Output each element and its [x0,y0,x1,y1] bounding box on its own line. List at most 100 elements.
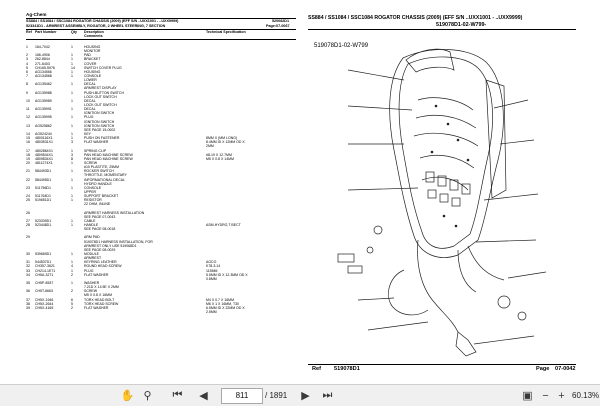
cell-desc: SWITCH COVER PLUG [84,65,122,70]
cell-ref: 33 [26,268,30,273]
table-row: IGNITION SWITCH [26,120,296,124]
fit-page-icon[interactable]: ▣ [522,390,533,402]
cell-spec: 2.5MM [206,310,217,314]
cell-desc: #10 PLASTITE, 25MM [84,165,120,170]
cell-qty: 1 [71,123,73,128]
cell-ref: 20 [26,160,30,165]
cell-part: AG525862 [35,123,52,128]
table-row: SEE PAGE 08-0018 [26,227,296,231]
table-row: SEE PAGE 08-0029 [26,248,296,252]
cell-part: 584495D1 [35,177,52,182]
prev-page-icon[interactable]: ◀ [199,390,208,402]
cell-qty: 1 [71,218,73,223]
header-rule-bottom [26,39,296,40]
cell-ref: 34 [26,272,30,277]
cell-part: CH357-3621 [35,264,55,269]
cell-part: 4803531X1 [35,140,53,145]
zoom-select-icon[interactable]: ⚲ [143,390,152,402]
table-row: THROTTLE, MOMENTARY [26,173,296,177]
cell-ref: 3 [26,57,28,62]
cell-ref: 14 [26,131,30,136]
cell-ref: 24 [26,194,30,199]
cell-qty: 1 [71,252,73,257]
cell-desc: FLAT WASHER [84,305,109,310]
cell-qty: 1 [71,57,73,62]
cell-ref: 29 [26,235,30,240]
cell-desc: COVER [84,61,97,66]
cell-qty: 1 [71,169,73,174]
cell-desc: CABLE [84,218,96,223]
table-row: ARMREST ONLY USE 519068D1 [26,244,296,248]
cell-desc: HYDRO HANDLE [84,181,112,186]
cell-desc: PAD [84,53,91,58]
table-row: LOWER [26,78,296,82]
footer-ref: 519078D1 [334,366,360,372]
table-row: IGNITION SWITCH [26,111,296,115]
table-row: #10 PLASTITE, 25MM [26,165,296,169]
cell-spec: M6 X 1 X 16MM, T30 [206,301,240,306]
cell-ref: 35 [26,281,30,286]
subheader: 523341D1 - ARMREST ASSEMBLY, ROGATOR, 2 … [26,24,166,28]
table-row: 2.5MM [26,310,296,314]
hand-icon[interactable]: ✋ [120,390,135,402]
cell-desc: THROTTLE, MOMENTARY [84,173,127,178]
cell-spec: 6.5MM ID X 22MM OD X [206,305,245,310]
cell-ref: 28 [26,223,30,228]
table-row: SEE PAGE 07-0043 [26,215,296,219]
cell-qty: 1 [71,194,73,199]
cell-qty: 1 [71,177,73,182]
cell-desc: RESISTOR [84,198,102,203]
cell-qty: 1 [71,61,73,66]
viewer-toolbar: ✋ ⚲ ⏮ ◀ 811 / 1891 ▶ ⏭ ▣ − + 60.13% [0,384,600,406]
cell-ref: 38 [26,301,30,306]
cell-part: 539669D1 [35,252,52,257]
cell-qty: 2 [71,289,73,294]
cell-desc: WASHER [84,281,100,286]
cell-desc: MODULE [84,252,99,257]
footer-page-label: Page [536,366,550,372]
cell-qty: 1 [71,131,73,136]
table-row: 30 539669D1 1 MODULE [26,252,296,256]
cell-desc: ROCKER SWITCH [84,169,114,174]
cell-ref: 30 [26,252,30,257]
last-page-icon[interactable]: ⏭ [322,389,333,401]
cell-desc: DECAL [84,107,96,112]
table-row: 519078D1 HARNESS INSTALLATION, FOR [26,240,296,244]
cell-part: 544537D1 [35,260,52,265]
cell-ref: 13 [26,123,30,128]
cell-ref: 11 [26,107,30,112]
table-row: MONITOR [26,49,296,53]
cell-desc: SCREW [84,289,98,294]
cell-part: CH5X-4165 [35,305,54,310]
cell-spec: K78-3.14 [206,264,221,269]
next-page-icon[interactable]: ▶ [301,390,310,402]
cell-ref: 22 [26,177,30,182]
table-row: HYDRO HANDLE [26,182,296,186]
diagram-ref-label: 519078D1-02-W799 [314,43,369,49]
zoom-in-icon[interactable]: + [558,389,565,402]
cell-desc: PLUG [84,115,94,120]
table-row: ARMREST [26,256,296,260]
col-comments: Comments [84,34,103,38]
cell-qty: 3 [71,152,73,157]
cell-part: 584493D1 [35,169,52,174]
page-number-input[interactable]: 811 [221,388,263,404]
first-page-icon[interactable]: ⏮ [172,389,183,401]
cell-desc: SCREW [84,160,98,165]
cell-ref: 17 [26,148,30,153]
cell-part: 4800116X1 [35,136,53,141]
cell-spec: 8MM X (MM LONG) [206,136,238,141]
table-row: 2MM [26,144,296,148]
cell-spec: 115MM [206,268,218,273]
zoom-out-icon[interactable]: − [542,389,549,402]
